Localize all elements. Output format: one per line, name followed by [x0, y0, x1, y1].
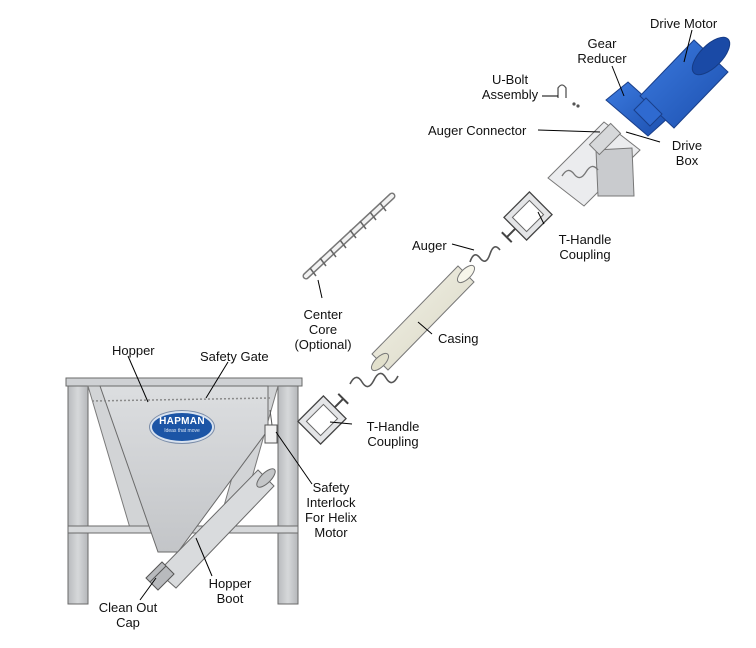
label-hopper: Hopper	[112, 343, 155, 358]
leader-lines	[127, 29, 693, 601]
label-t-handle-coupling-bottom: T-Handle Coupling	[366, 419, 420, 449]
hopper-cone	[99, 385, 269, 553]
auger-helix-bottom	[349, 372, 399, 388]
hopper-rim	[65, 377, 303, 387]
auger-helix-top	[469, 246, 501, 263]
hapman-logo: HAPMAN Ideas that move	[150, 411, 214, 443]
label-hopper-boot: Hopper Boot	[208, 576, 252, 606]
t-handle-coupling-bottom	[297, 393, 349, 445]
right-leg	[277, 385, 299, 605]
brand-tagline: Ideas that move	[164, 428, 200, 434]
drive-motor	[633, 36, 731, 129]
label-safety-interlock: Safety Interlock For Helix Motor	[304, 480, 357, 540]
safety-interlock	[264, 409, 278, 444]
safety-gate-bar	[91, 397, 271, 402]
t-handle-coupling-top	[501, 191, 553, 243]
label-auger: Auger	[412, 238, 447, 253]
hopper-stand	[65, 377, 303, 605]
label-drive-motor: Drive Motor	[650, 16, 718, 31]
brand-name: HAPMAN	[159, 416, 205, 427]
label-clean-out-cap: Clean Out Cap	[98, 600, 158, 630]
clean-out-cap	[145, 561, 175, 591]
label-u-bolt-assembly: U-Bolt Assembly	[481, 72, 539, 102]
casing-tube	[370, 264, 476, 372]
center-core	[302, 192, 396, 280]
u-bolt	[557, 84, 580, 108]
label-t-handle-coupling-top: T-Handle Coupling	[558, 232, 612, 262]
label-drive-box: Drive Box	[671, 138, 703, 168]
label-safety-gate: Safety Gate	[200, 349, 269, 364]
label-casing: Casing	[438, 331, 479, 346]
drive-box	[547, 121, 641, 207]
label-gear-reducer: Gear Reducer	[577, 36, 627, 66]
left-leg	[67, 385, 89, 605]
hopper-boot	[157, 468, 276, 589]
label-center-core: Center Core (Optional)	[294, 307, 352, 352]
label-auger-connector: Auger Connector	[428, 123, 527, 138]
